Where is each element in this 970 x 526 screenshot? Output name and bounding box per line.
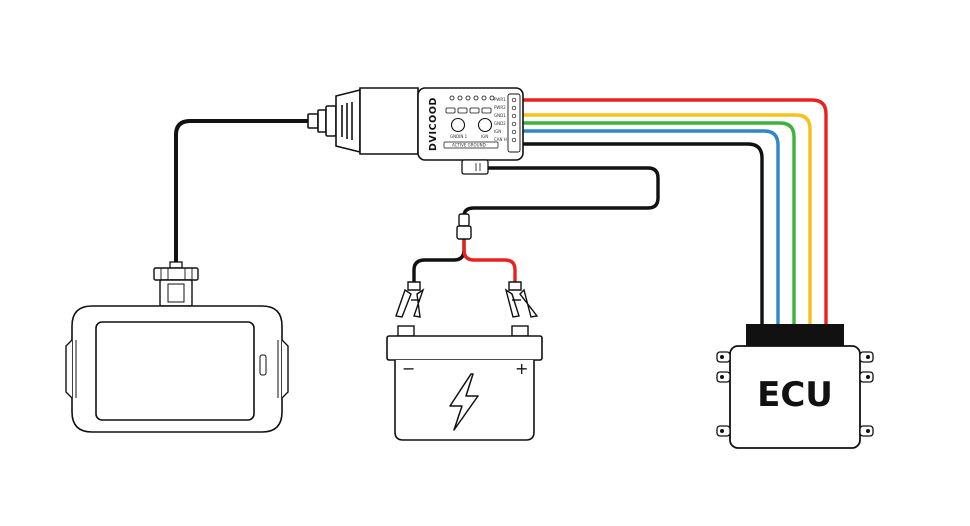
wire-black-ecu <box>520 142 764 326</box>
pin-label-3: GND1 <box>494 113 506 118</box>
wire-blue <box>520 129 780 326</box>
scan-tool-tablet <box>65 261 289 433</box>
breakout-adapter: DVICOOD GNDIN 1 IGN ACTIVE GROUND PWR1 P… <box>417 87 524 175</box>
clamp-positive <box>504 281 539 318</box>
wire-green <box>520 121 796 326</box>
pin-label-5: IGN <box>494 129 501 134</box>
battery-lead-negative <box>412 236 466 284</box>
adapter-power-socket <box>461 159 489 175</box>
pin-label-2: PWR2 <box>494 105 506 110</box>
tablet-screen <box>95 321 255 421</box>
obd-connector <box>307 87 419 155</box>
ecu-connector-block <box>746 324 844 346</box>
clamp-negative <box>395 281 425 318</box>
battery-minus-label: − <box>402 359 415 378</box>
lightning-icon <box>449 373 479 431</box>
adapter-brand-label: DVICOOD <box>428 97 439 151</box>
ecu-module: ECU <box>716 324 874 449</box>
ign-button-label: IGN <box>481 134 488 139</box>
pin-label-1: PWR1 <box>494 97 506 102</box>
wire-red <box>520 98 828 326</box>
power-splitter <box>456 213 472 240</box>
pin-label-6: CAN H <box>494 137 507 142</box>
battery: − + <box>386 325 543 441</box>
gndin-button[interactable] <box>450 117 466 133</box>
obd-cable <box>174 119 314 264</box>
pin-label-4: GND2 <box>494 121 506 126</box>
power-cable <box>462 166 660 218</box>
gndin-button-label: GNDIN 1 <box>450 134 468 139</box>
battery-lead-positive <box>462 236 517 284</box>
ecu-label: ECU <box>757 375 833 415</box>
ign-button[interactable] <box>477 117 493 133</box>
wire-yellow <box>520 113 812 326</box>
adapter-pin-column: PWR1 PWR2 GND1 GND2 IGN CAN H <box>494 93 521 153</box>
battery-plus-label: + <box>515 359 528 378</box>
adapter-bottom-label: ACTIVE GROUND <box>452 143 486 148</box>
